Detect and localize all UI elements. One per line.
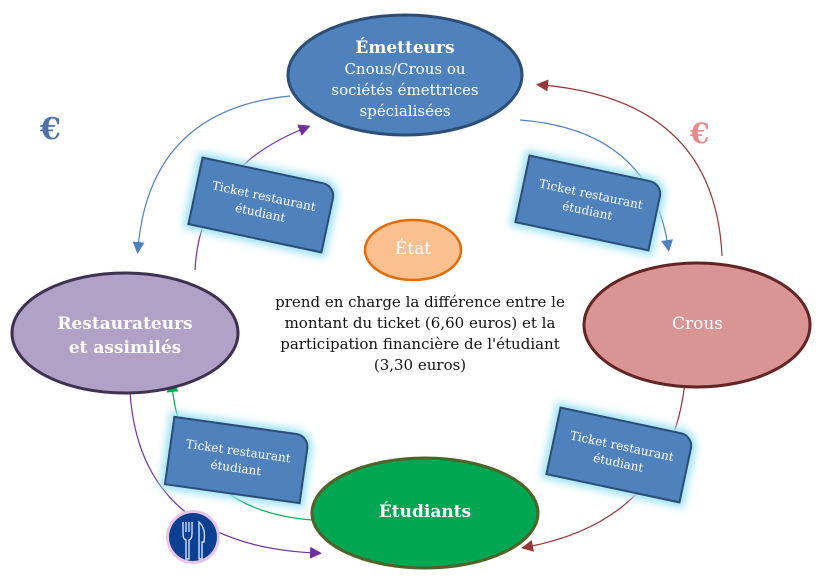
description-line: (3,30 euros) [373,356,467,374]
node-crous [582,261,812,389]
arrow-emetteurs-to-crous [519,119,674,252]
emetteurs-line: spécialisées [359,102,451,120]
node-etudiants [310,456,540,570]
restaurateurs-line: et assimilés [68,338,182,358]
restaurateurs-line: Restaurateurs [57,314,193,334]
emetteurs-label: Émetteurs Cnous/Crous ou sociétés émettr… [290,38,520,122]
crous-label: Crous [671,314,724,334]
arrow-emetteurs-to-restaurateurs [132,95,291,254]
emetteurs-line: Cnous/Crous ou [344,60,466,78]
description-line: participation financière de l'étudiant [280,335,560,353]
node-restaurateurs [10,271,240,395]
emetteurs-line: sociétés émettrices [331,81,479,99]
node-etat [363,218,463,282]
etat-label: État [394,239,432,259]
etat-description: prend en charge la différence entre le m… [270,292,570,376]
euro-icon-left: € [40,112,61,147]
arrow-restaurateurs-to-etudiants [129,391,322,559]
description-line: montant du ticket (6,60 euros) et la [284,314,556,332]
etudiants-label: Étudiants [378,502,472,522]
node-emetteurs [286,13,524,137]
restaurateurs-label: Restaurateurs et assimilés [20,312,230,360]
description-line: prend en charge la différence entre le [275,293,565,311]
arrow-crous-to-emetteurs [536,79,723,257]
euro-icon-right: € [690,117,710,150]
cutlery-icon [166,510,220,564]
emetteurs-title: Émetteurs [355,38,455,58]
